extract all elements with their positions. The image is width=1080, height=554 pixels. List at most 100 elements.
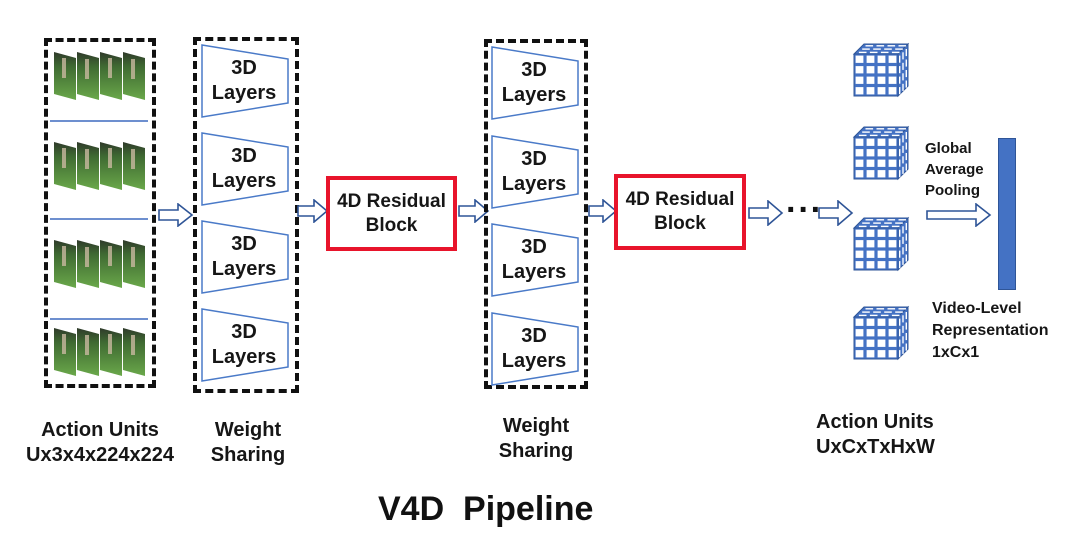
feature-cube-icon (852, 305, 910, 361)
video-frame-thumbnail (123, 240, 145, 288)
layer-label: 3D Layers (196, 56, 292, 106)
ws1-3d-layers-block: 3D Layers (196, 43, 296, 119)
feature-cube-icon (852, 42, 910, 98)
input-label: Action Units Ux3x4x224x224 (20, 418, 180, 468)
residual-block-4d-2: 4D Residual Block (614, 174, 746, 250)
ws2-3d-layers-block: 3D Layers (486, 134, 586, 210)
arrow-right-icon (297, 199, 329, 223)
pooling-label-line2: Average (925, 161, 984, 178)
trapezoid-shape (491, 223, 579, 297)
input-label-line2: Ux3x4x224x224 (26, 444, 174, 466)
layer-label-line2: Layers (501, 173, 567, 195)
unit-separator-line (50, 318, 148, 320)
residual-block-1-line2: Block (365, 214, 418, 236)
arrow-right-icon (458, 199, 490, 223)
layer-label: 3D Layers (196, 232, 292, 282)
ws2-3d-layers-block: 3D Layers (486, 311, 586, 387)
pooling-label-line3: Pooling (925, 182, 980, 199)
layer-label-line2: Layers (211, 170, 277, 192)
trapezoid-shape (491, 135, 579, 209)
weight-sharing-label-1-line1: Weight (214, 419, 282, 441)
layer-label: 3D Layers (486, 324, 582, 374)
pooling-label-line1: Global (925, 140, 972, 157)
layer-label-line2: Layers (211, 346, 277, 368)
weight-sharing-label-2-line2: Sharing (498, 440, 574, 462)
layer-label-line2: Layers (501, 84, 567, 106)
video-frame-thumbnail (54, 52, 76, 100)
pipeline-title: V4D Pipeline (378, 490, 594, 528)
ws2-3d-layers-block: 3D Layers (486, 222, 586, 298)
representation-label: Video-Level Representation 1xCx1 (932, 298, 1048, 364)
layer-label: 3D Layers (486, 147, 582, 197)
video-frame-thumbnail (100, 328, 122, 376)
unit-separator-line (50, 120, 148, 122)
pooling-label: Global Average Pooling (925, 138, 984, 201)
trapezoid-shape (201, 220, 289, 294)
arrow-right-icon (588, 199, 618, 223)
output-label-line2: UxCxTxHxW (816, 436, 935, 458)
video-frame-thumbnail (100, 52, 122, 100)
layer-label-line1: 3D (231, 57, 257, 79)
output-label-line1: Action Units (816, 411, 934, 433)
representation-label-line3: 1xCx1 (932, 344, 980, 361)
layer-label-line2: Layers (501, 350, 567, 372)
action-unit-frames (54, 240, 148, 288)
trapezoid-shape (201, 308, 289, 382)
video-frame-thumbnail (54, 240, 76, 288)
residual-block-4d-1: 4D Residual Block (326, 176, 457, 251)
video-frame-thumbnail (54, 328, 76, 376)
video-frame-thumbnail (77, 142, 99, 190)
action-unit-frames (54, 52, 148, 100)
layer-label-line1: 3D (521, 148, 547, 170)
input-label-line1: Action Units (41, 419, 159, 441)
layer-label: 3D Layers (196, 144, 292, 194)
layer-label-line1: 3D (231, 233, 257, 255)
pooling-arrow-icon (926, 203, 992, 227)
layer-label: 3D Layers (486, 235, 582, 285)
video-frame-thumbnail (77, 52, 99, 100)
representation-label-line1: Video-Level (932, 300, 1022, 317)
layer-label-line1: 3D (521, 236, 547, 258)
weight-sharing-label-1-line2: Sharing (210, 444, 286, 466)
feature-cube-icon (852, 125, 910, 181)
video-level-representation-bar (998, 138, 1016, 290)
representation-label-line2: Representation (932, 322, 1049, 339)
video-frame-thumbnail (100, 142, 122, 190)
video-frame-thumbnail (77, 328, 99, 376)
action-unit-frames (54, 142, 148, 190)
weight-sharing-label-1: Weight Sharing (198, 418, 298, 468)
layer-label-line1: 3D (231, 321, 257, 343)
ws2-3d-layers-block: 3D Layers (486, 45, 586, 121)
trapezoid-shape (491, 312, 579, 386)
input-action-units-box (44, 38, 156, 388)
layer-label-line1: 3D (521, 59, 547, 81)
feature-cube-icon (852, 216, 910, 272)
video-frame-thumbnail (123, 52, 145, 100)
layer-label-line2: Layers (211, 258, 277, 280)
action-unit-frames (54, 328, 148, 376)
weight-sharing-label-2: Weight Sharing (486, 414, 586, 464)
layer-label-line2: Layers (211, 82, 277, 104)
video-frame-thumbnail (123, 142, 145, 190)
layer-label-line2: Layers (501, 261, 567, 283)
layer-label-line1: 3D (231, 145, 257, 167)
output-label: Action Units UxCxTxHxW (806, 410, 966, 460)
weight-sharing-box-1 (193, 37, 299, 393)
trapezoid-shape (491, 46, 579, 120)
arrow-right-icon (158, 203, 194, 227)
video-frame-thumbnail (100, 240, 122, 288)
trapezoid-shape (201, 132, 289, 206)
ws1-3d-layers-block: 3D Layers (196, 307, 296, 383)
layer-label-line1: 3D (521, 325, 547, 347)
arrow-right-icon (818, 200, 854, 226)
video-frame-thumbnail (54, 142, 76, 190)
residual-block-2-line1: 4D Residual (625, 189, 735, 210)
layer-label: 3D Layers (486, 58, 582, 108)
video-frame-thumbnail (77, 240, 99, 288)
arrow-right-icon (748, 200, 784, 226)
trapezoid-shape (201, 44, 289, 118)
layer-label: 3D Layers (196, 320, 292, 370)
weight-sharing-box-2 (484, 39, 588, 389)
ws1-3d-layers-block: 3D Layers (196, 131, 296, 207)
residual-block-2-line2: Block (654, 213, 706, 234)
